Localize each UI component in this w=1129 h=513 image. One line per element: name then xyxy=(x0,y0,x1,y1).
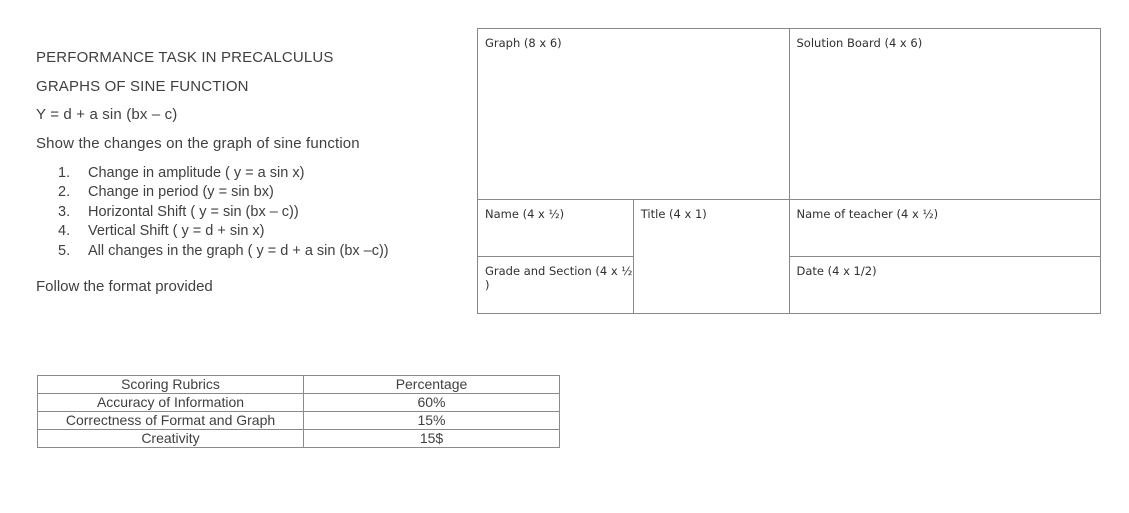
cell-name-of-teacher: Name of teacher (4 x ½) xyxy=(788,199,1101,257)
rubrics-percentage: 60% xyxy=(303,393,560,412)
rubrics-header-percentage: Percentage xyxy=(303,375,560,394)
cell-name: Name (4 x ½) xyxy=(477,199,634,257)
cell-title: Title (4 x 1) xyxy=(632,199,790,314)
rubrics-criterion: Accuracy of Information xyxy=(37,393,304,412)
cell-graph: Graph (8 x 6) xyxy=(477,28,790,200)
sine-equation: Y = d + a sin (bx – c) xyxy=(36,106,178,123)
list-item: Change in amplitude ( y = a sin x) xyxy=(58,164,305,184)
instructions-block: PERFORMANCE TASK IN PRECALCULUS GRAPHS O… xyxy=(36,44,456,296)
page-title: PERFORMANCE TASK IN PRECALCULUS xyxy=(36,49,334,66)
list-item: All changes in the graph ( y = d + a sin… xyxy=(58,242,389,262)
cell-solution-board: Solution Board (4 x 6) xyxy=(788,28,1101,200)
rubrics-percentage: 15% xyxy=(303,411,560,430)
instruction-prompt: Show the changes on the graph of sine fu… xyxy=(36,134,360,152)
rubrics-percentage: 15$ xyxy=(303,429,560,448)
table-row: Grade and Section (4 x ½ ) Date (4 x 1/2… xyxy=(477,256,1101,314)
rubrics-criterion: Correctness of Format and Graph xyxy=(37,411,304,430)
subtitle-topic: GRAPHS OF SINE FUNCTION xyxy=(36,77,249,95)
rubrics-header-criterion: Scoring Rubrics xyxy=(37,375,304,394)
table-row: Correctness of Format and Graph 15% xyxy=(37,411,560,430)
table-header-row: Scoring Rubrics Percentage xyxy=(37,375,560,394)
list-item: Horizontal Shift ( y = sin (bx – c)) xyxy=(58,203,299,223)
table-row: Creativity 15$ xyxy=(37,429,560,448)
format-layout-table: Graph (8 x 6) Solution Board (4 x 6) Nam… xyxy=(477,28,1101,314)
table-row: Accuracy of Information 60% xyxy=(37,393,560,412)
list-item: Change in period (y = sin bx) xyxy=(58,183,274,203)
follow-format-note: Follow the format provided xyxy=(36,278,213,296)
list-item: Vertical Shift ( y = d + sin x) xyxy=(58,222,265,242)
task-list: Change in amplitude ( y = a sin x) Chang… xyxy=(36,164,456,261)
table-row: Name (4 x ½) Title (4 x 1) Name of teach… xyxy=(477,199,1101,314)
cell-date: Date (4 x 1/2) xyxy=(788,256,1101,314)
scoring-rubrics-table: Scoring Rubrics Percentage Accuracy of I… xyxy=(37,375,560,448)
table-row: Graph (8 x 6) Solution Board (4 x 6) xyxy=(477,28,1101,200)
rubrics-criterion: Creativity xyxy=(37,429,304,448)
cell-grade-and-section: Grade and Section (4 x ½ ) xyxy=(477,256,634,314)
